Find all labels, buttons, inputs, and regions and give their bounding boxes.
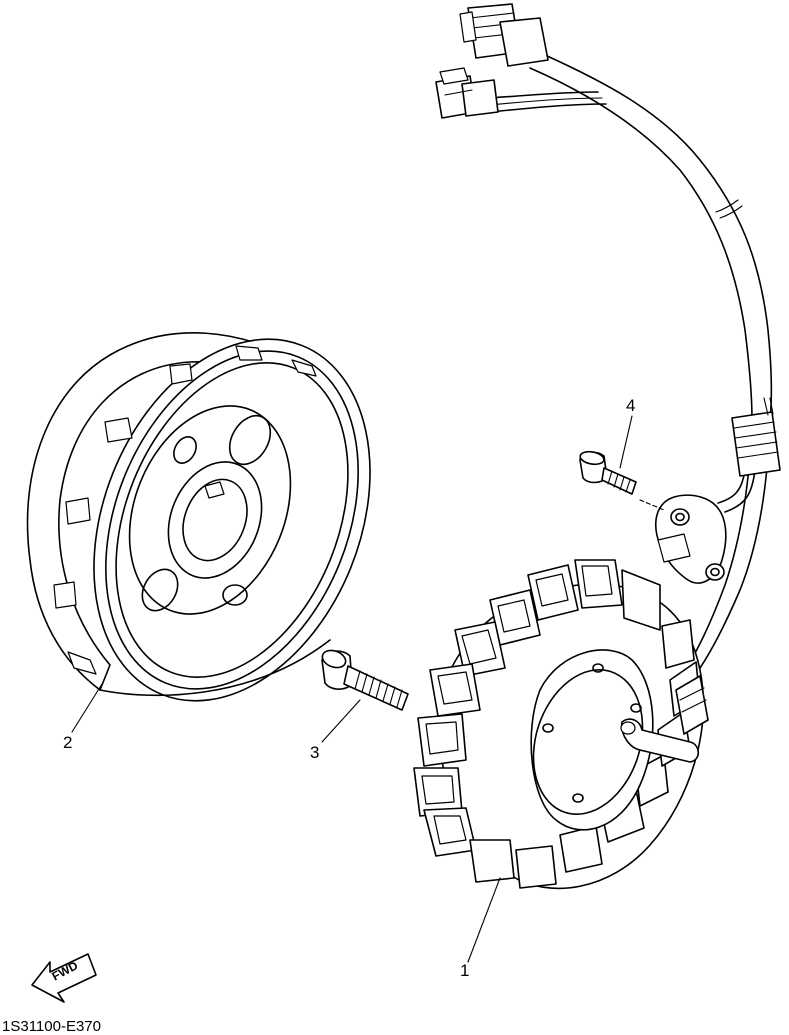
callout-sensor-bolt: 4 bbox=[626, 396, 636, 415]
sensor-bolt bbox=[579, 450, 637, 495]
leader-lines bbox=[71, 415, 633, 963]
leader-line-1 bbox=[467, 877, 501, 963]
diagram-code: 1S31100-E370 bbox=[2, 1018, 101, 1035]
pickup-coil bbox=[639, 494, 727, 584]
callout-rotor: 2 bbox=[63, 733, 73, 752]
callout-stator-bolt: 3 bbox=[310, 743, 320, 762]
rotor bbox=[26, 332, 371, 702]
stator bbox=[413, 559, 709, 890]
harness-grommet bbox=[731, 397, 781, 477]
stator-bolt bbox=[321, 649, 409, 711]
sub-connector bbox=[435, 67, 499, 119]
leader-line-3 bbox=[321, 699, 361, 743]
leader-line-2 bbox=[71, 683, 103, 733]
callout-stator: 1 bbox=[460, 961, 470, 980]
fwd-arrow-icon bbox=[31, 953, 97, 1003]
leader-line-4 bbox=[619, 415, 633, 469]
main-connector bbox=[459, 3, 549, 67]
